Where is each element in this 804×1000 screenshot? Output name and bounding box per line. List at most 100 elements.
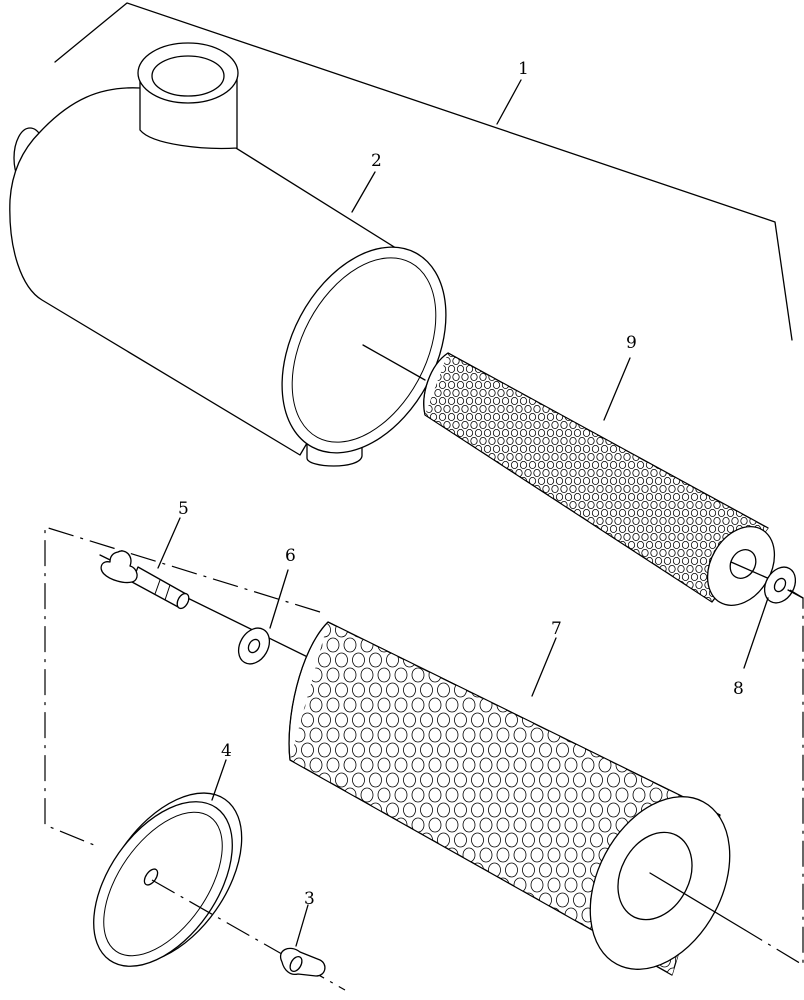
inner-filter-hole — [546, 412, 555, 421]
inner-filter-hole — [524, 356, 532, 365]
inner-filter-hole — [659, 452, 667, 461]
inner-filter-hole — [681, 525, 690, 534]
inner-filter-hole — [600, 476, 609, 485]
inner-filter-hole — [425, 533, 433, 542]
inner-filter-hole — [668, 597, 676, 602]
inner-filter-hole — [704, 372, 712, 381]
main-filter-hole — [276, 908, 288, 922]
main-filter-hole — [462, 667, 476, 683]
callout-5: 5 — [178, 499, 189, 519]
inner-filter-hole — [456, 541, 465, 550]
inner-filter-hole — [717, 353, 726, 357]
inner-filter-hole — [515, 404, 523, 413]
inner-filter-hole — [578, 500, 586, 509]
main-filter-hole — [318, 802, 331, 818]
main-filter-hole — [598, 637, 612, 653]
inner-filter-hole — [555, 525, 564, 534]
inner-filter-hole — [690, 444, 699, 453]
inner-filter-hole — [614, 581, 622, 590]
main-filter-hole — [394, 937, 408, 953]
inner-filter-hole — [438, 525, 447, 534]
inner-filter-hole — [618, 589, 627, 598]
inner-filter-hole — [596, 468, 604, 477]
inner-filter-hole — [690, 492, 699, 501]
inner-filter-hole — [510, 476, 519, 485]
main-filter-hole — [505, 682, 518, 698]
inner-filter-hole — [605, 388, 613, 397]
inner-filter-hole — [582, 476, 591, 485]
main-filter-hole — [505, 712, 518, 728]
main-filter-hole — [556, 862, 569, 878]
inner-filter-hole — [690, 396, 699, 405]
inner-filter-hole — [470, 388, 478, 397]
inner-filter-hole — [429, 525, 438, 534]
main-filter-hole — [462, 622, 476, 623]
inner-filter-hole — [438, 412, 447, 421]
main-filter-hole — [377, 877, 391, 893]
inner-filter-hole — [425, 589, 429, 598]
main-filter-hole — [437, 772, 450, 788]
inner-filter-hole — [659, 436, 667, 445]
inner-filter-hole — [443, 597, 451, 602]
inner-filter-hole — [429, 573, 438, 582]
inner-filter-hole — [492, 573, 501, 582]
inner-filter-hole — [524, 420, 532, 429]
inner-filter-hole — [758, 388, 766, 397]
inner-filter-hole — [425, 565, 433, 574]
inner-filter-hole — [438, 476, 447, 485]
inner-filter-hole — [767, 420, 768, 429]
inner-filter-hole — [722, 420, 730, 429]
main-filter-hole — [360, 787, 374, 803]
inner-filter-hole — [587, 565, 595, 574]
inner-filter-hole — [767, 388, 768, 397]
inner-filter-hole — [551, 356, 559, 365]
inner-filter-hole — [650, 372, 658, 381]
main-filter-hole — [360, 697, 374, 713]
inner-filter-hole — [726, 353, 735, 357]
inner-filter-hole — [417, 565, 423, 572]
inner-filter-hole — [465, 541, 474, 550]
inner-filter-hole — [533, 468, 541, 477]
inner-filter-hole — [758, 597, 766, 602]
inner-filter-hole — [546, 460, 555, 469]
inner-filter-hole — [744, 396, 753, 405]
inner-filter-hole — [641, 533, 649, 542]
inner-filter-hole — [686, 517, 694, 526]
main-filter-hole — [445, 757, 459, 773]
inner-filter-hole — [605, 581, 613, 590]
inner-filter-hole — [519, 428, 528, 437]
inner-filter-hole — [510, 353, 519, 357]
inner-filter-hole — [510, 364, 519, 373]
inner-filter-hole — [740, 372, 748, 381]
inner-filter-hole — [717, 428, 726, 437]
inner-filter-hole — [537, 353, 546, 357]
inner-filter-hole — [452, 388, 460, 397]
inner-filter-hole — [425, 468, 433, 477]
inner-filter-hole — [569, 597, 577, 602]
main-filter-hole — [488, 802, 501, 818]
inner-filter-hole — [672, 557, 681, 566]
inner-filter-hole — [744, 428, 753, 437]
inner-filter-hole — [560, 549, 568, 558]
inner-filter-hole — [488, 597, 496, 602]
main-filter-hole — [666, 967, 680, 975]
main-filter-hole — [411, 637, 425, 653]
main-filter-hole — [437, 652, 450, 668]
inner-filter-hole — [618, 525, 627, 534]
inner-filter-hole — [663, 396, 672, 405]
inner-filter-hole — [479, 500, 487, 509]
main-filter-hole — [590, 622, 603, 638]
inner-filter-hole — [650, 468, 658, 477]
inner-filter-hole — [600, 396, 609, 405]
inner-filter-hole — [591, 412, 600, 421]
inner-filter-hole — [740, 436, 748, 445]
main-filter-hole — [607, 802, 620, 818]
inner-filter-hole — [582, 557, 591, 566]
inner-filter-hole — [474, 525, 483, 534]
main-filter-hole — [522, 832, 535, 848]
inner-filter-hole — [650, 388, 658, 397]
inner-filter-hole — [429, 396, 438, 405]
inner-filter-hole — [744, 380, 753, 389]
main-filter-hole — [335, 922, 348, 938]
main-filter-hole — [573, 892, 586, 908]
